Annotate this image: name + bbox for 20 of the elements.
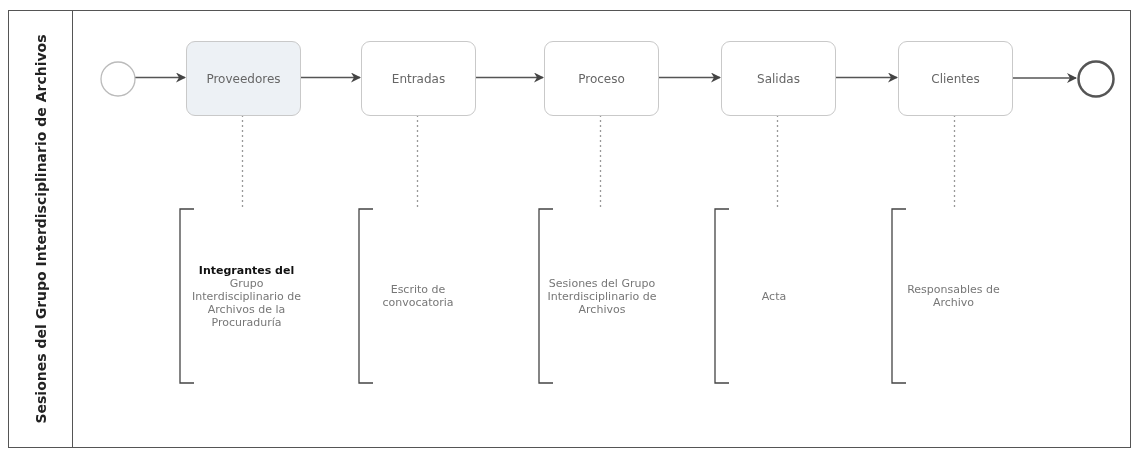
annotation-text: Sesiones del Grupo Interdisciplinario de Archivos — [546, 276, 658, 316]
start-event-circle — [100, 61, 136, 97]
annotation-text: Integrantes del Grupo Interdisciplinario de Archivos de la Procuraduría — [191, 263, 302, 329]
swimlane-pool — [8, 10, 1131, 448]
process-box: Salidas — [721, 41, 836, 116]
sequence-arrow — [1011, 73, 1077, 83]
annotation-text: Responsables de Archivo — [906, 283, 1001, 309]
sequence-arrow — [657, 72, 721, 83]
sequence-arrow — [474, 72, 544, 83]
annotation-text: Acta — [761, 289, 787, 303]
process-box: Entradas — [361, 41, 476, 116]
sequence-arrow — [299, 72, 361, 83]
end-event-circle — [1077, 60, 1115, 98]
annotation-text: Escrito de convocatoria — [381, 283, 455, 309]
process-box: Proveedores — [186, 41, 301, 116]
process-box: Clientes — [898, 41, 1013, 116]
sequence-arrow — [134, 72, 186, 83]
process-box: Proceso — [544, 41, 659, 116]
sequence-arrow — [834, 72, 898, 83]
lane-label: Sesiones del Grupo Interdisciplinario de Archivos — [32, 34, 49, 424]
